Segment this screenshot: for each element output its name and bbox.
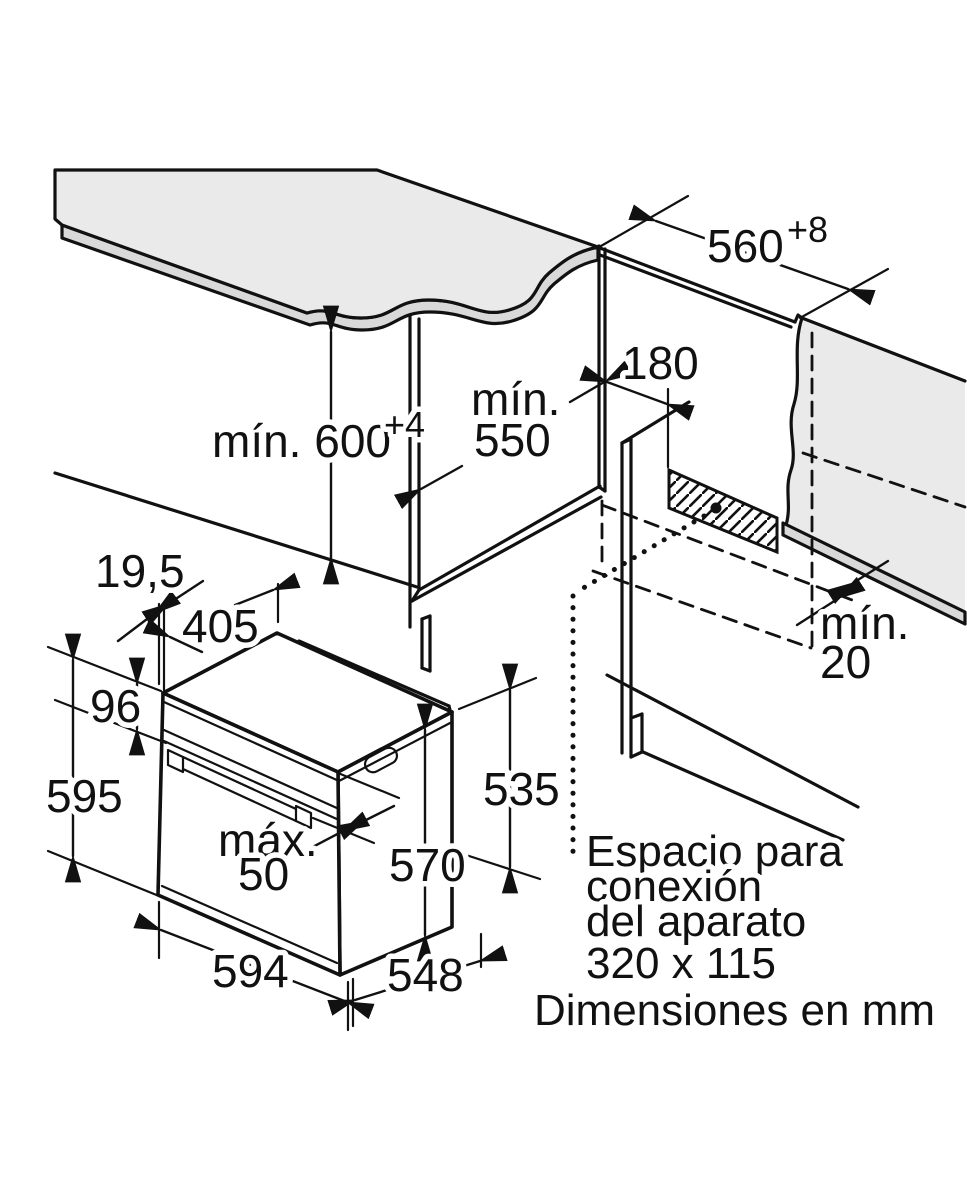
unit-note: Dimensiones en mm bbox=[534, 986, 935, 1035]
rear-wall bbox=[598, 246, 967, 842]
label-body-depth: 548 bbox=[387, 949, 464, 1001]
connection-note-line2: conexión bbox=[586, 862, 762, 911]
worktop-surface bbox=[53, 168, 600, 320]
floor-edge-right bbox=[605, 673, 860, 809]
niche-plinth bbox=[420, 614, 432, 673]
dim-max-50 bbox=[301, 771, 401, 854]
niche-floor-top bbox=[417, 484, 602, 592]
side-handle-cutout bbox=[363, 746, 399, 774]
label-niche-depth-value: 550 bbox=[474, 414, 551, 466]
label-outlet-offset: 180 bbox=[622, 337, 699, 389]
oven-top-trim-front bbox=[162, 700, 341, 783]
label-panel-height: 96 bbox=[90, 680, 141, 732]
dim-405 bbox=[142, 572, 301, 654]
label-niche-depth-word: mín. bbox=[471, 373, 560, 425]
label-niche-height: mín. 600 bbox=[212, 415, 391, 467]
side-wall-panel bbox=[620, 400, 691, 759]
oven-handle bbox=[166, 748, 313, 830]
label-rear-gap-value: 20 bbox=[820, 636, 871, 688]
toe-kick-top bbox=[297, 639, 451, 708]
annotation-text: Espacio para conexión del aparato 320 x … bbox=[529, 822, 941, 1041]
wall-broken-edge bbox=[784, 316, 804, 527]
wall-bottom-edge bbox=[641, 750, 845, 842]
oven bbox=[156, 631, 454, 977]
dim-535 bbox=[457, 663, 542, 894]
control-panel-line-2 bbox=[162, 739, 341, 822]
niche-floor-bottom bbox=[410, 495, 603, 603]
dim-19-5 bbox=[116, 579, 205, 692]
dim-180 bbox=[579, 365, 695, 421]
dim-548 bbox=[327, 932, 508, 1016]
dim-595 bbox=[46, 633, 161, 898]
label-oven-width: 594 bbox=[212, 945, 289, 997]
connection-point-dot bbox=[710, 502, 722, 514]
label-oven-height: 595 bbox=[46, 770, 123, 822]
floor-edge-left bbox=[53, 471, 419, 589]
connection-box-hatch bbox=[667, 467, 779, 555]
label-top-trim: 19,5 bbox=[95, 545, 185, 597]
label-rear-gap-word: mín. bbox=[820, 597, 909, 649]
connection-note-line1: Espacio para bbox=[586, 827, 843, 876]
control-panel-line-1 bbox=[162, 728, 341, 811]
label-handle-depth-word: máx. bbox=[218, 814, 318, 866]
label-top-recess-depth: 405 bbox=[182, 600, 259, 652]
wall-base-band bbox=[781, 521, 967, 626]
cabinet-niche bbox=[53, 244, 607, 716]
label-front-height: 570 bbox=[389, 839, 466, 891]
dim-560 bbox=[599, 194, 890, 320]
label-niche-top-depth: 560 bbox=[707, 220, 784, 272]
worktop bbox=[53, 168, 600, 332]
connection-note-line4: 320 x 115 bbox=[586, 939, 776, 988]
dim-20 bbox=[795, 559, 890, 627]
label-niche-top-depth-tolerance: +8 bbox=[787, 209, 828, 250]
label-handle-depth-value: 50 bbox=[238, 848, 289, 900]
hidden-lines bbox=[591, 331, 967, 650]
wall-surface bbox=[786, 318, 965, 612]
dotted-leader-diagonal bbox=[572, 507, 717, 596]
label-niche-height-tolerance: +4 bbox=[384, 404, 425, 445]
labels: 560 +8 mín. 600 +4 mín. 550 180 mín. 20 … bbox=[41, 204, 915, 1007]
label-body-height: 535 bbox=[483, 763, 560, 815]
connection-note-line3: del aparato bbox=[586, 897, 806, 946]
wall-top-edge bbox=[800, 316, 967, 383]
